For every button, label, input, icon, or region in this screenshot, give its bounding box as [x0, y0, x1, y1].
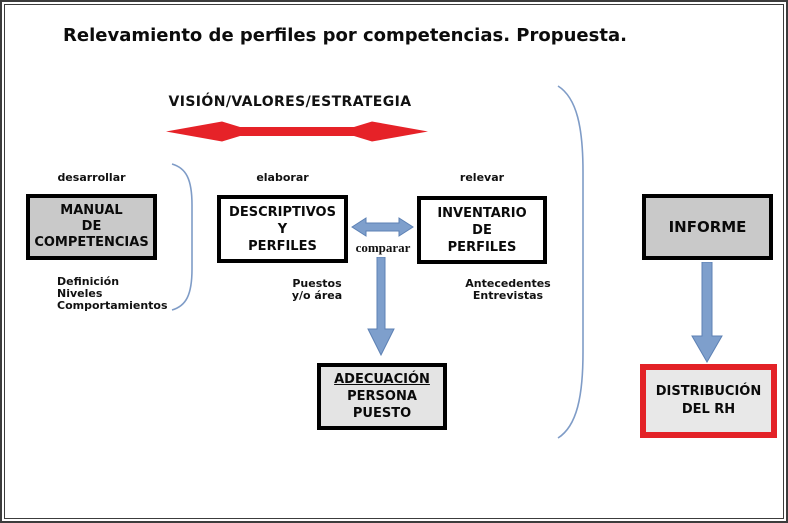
label-elaborar: elaborar: [256, 171, 309, 184]
descriptivos-notes-list: Puestos y/o área: [278, 278, 356, 302]
compare-bidirectional-arrow-icon: [351, 217, 414, 237]
box-line: INFORME: [668, 217, 747, 236]
box-manual-competencias: MANUAL DE COMPETENCIAS: [26, 194, 157, 260]
box-line: ADECUACIÓN: [334, 372, 430, 387]
box-line: Y: [277, 221, 288, 237]
box-line: COMPETENCIAS: [34, 235, 149, 250]
inventario-notes-list: Antecedentes Entrevistas: [456, 278, 560, 302]
box-line: DESCRIPTIVOS: [229, 204, 336, 220]
process-group-paren-icon: [557, 85, 584, 439]
note-item: Entrevistas: [472, 289, 544, 302]
box-line: DE: [472, 222, 492, 238]
box-line: PERSONA: [347, 389, 417, 404]
note-item: Antecedentes: [465, 277, 551, 290]
label-comparar: comparar: [355, 240, 411, 255]
label-desarrollar: desarrollar: [57, 171, 126, 184]
box-line: PERFILES: [447, 239, 517, 255]
manual-notes-list: Definición Niveles Comportamientos: [57, 276, 177, 312]
vision-valores-estrategia-label: VISIÓN/VALORES/ESTRATEGIA: [168, 94, 412, 110]
note-item: Niveles: [57, 287, 103, 300]
compare-down-arrow-icon: [367, 257, 395, 356]
strategy-bidirectional-arrow-icon: [166, 121, 428, 142]
page-title: Relevamiento de perfiles por competencia…: [63, 25, 627, 46]
box-inventario-perfiles: INVENTARIO DE PERFILES: [417, 196, 547, 264]
box-line: PERFILES: [248, 238, 317, 254]
box-distribucion-del-rh: DISTRIBUCIÓN DEL RH: [640, 364, 777, 438]
box-line: PUESTO: [352, 406, 412, 421]
note-item: Comportamientos: [57, 299, 168, 312]
box-line: INVENTARIO: [437, 205, 527, 221]
report-down-arrow-icon: [691, 262, 723, 363]
label-relevar: relevar: [459, 171, 505, 184]
box-line: DEL RH: [681, 402, 736, 417]
manual-group-paren-icon: [171, 163, 193, 311]
note-item: Definición: [57, 275, 120, 288]
box-informe: INFORME: [642, 194, 773, 260]
box-descriptivos-perfiles: DESCRIPTIVOS Y PERFILES: [217, 195, 348, 263]
box-line: DISTRIBUCIÓN: [655, 384, 762, 399]
box-line: DE: [81, 219, 102, 234]
note-item: y/o área: [291, 289, 343, 302]
box-line: MANUAL: [60, 203, 123, 218]
note-item: Puestos: [292, 277, 342, 290]
box-adecuacion-persona-puesto: ADECUACIÓN PERSONA PUESTO: [317, 363, 447, 430]
